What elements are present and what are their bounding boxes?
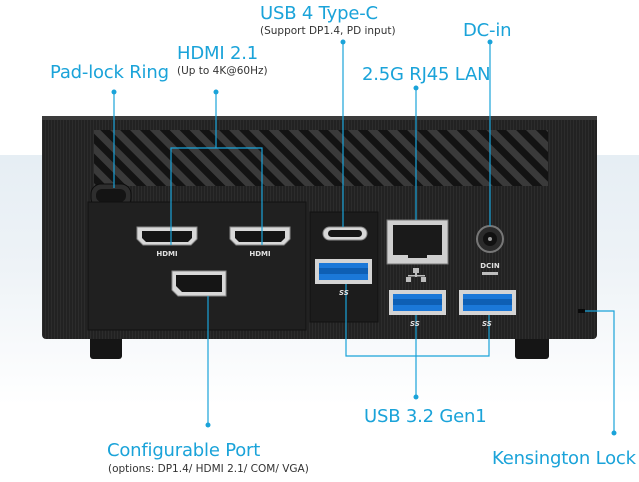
configurable-sublabel: (options: DP1.4/ HDMI 2.1/ COM/ VGA) bbox=[108, 463, 309, 475]
usb4-label: USB 4 Type-C bbox=[260, 3, 378, 24]
usb32-label: USB 3.2 Gen1 bbox=[364, 406, 487, 427]
io-panel-left bbox=[87, 201, 307, 331]
usb-a-port-3 bbox=[459, 290, 516, 315]
configurable-port bbox=[171, 270, 227, 297]
configurable-label: Configurable Port bbox=[107, 440, 261, 461]
hdmi21-sublabel: (Up to 4K@60Hz) bbox=[177, 65, 268, 77]
dcin-jack bbox=[476, 225, 504, 253]
dcin-label: DCIN bbox=[480, 262, 500, 270]
usb-ss-label-1: SS bbox=[339, 289, 349, 297]
lan-icon bbox=[406, 268, 426, 282]
usb-ss-label-3: SS bbox=[482, 320, 492, 328]
callout-lines bbox=[113, 42, 615, 433]
dcin-label-text: DC-in bbox=[463, 20, 512, 41]
rj45-label: 2.5G RJ45 LAN bbox=[362, 64, 491, 85]
usb-ss-label-2: SS bbox=[410, 320, 420, 328]
hdmi-port-2 bbox=[229, 226, 291, 246]
foot-left bbox=[90, 335, 122, 359]
kensington-slot bbox=[578, 309, 585, 313]
hdmi-port-1 bbox=[136, 226, 198, 246]
rj45-port bbox=[386, 219, 449, 265]
vent-grille bbox=[94, 130, 548, 186]
hdmi21-label: HDMI 2.1 bbox=[177, 43, 258, 64]
hdmi-port-2-label: HDMI bbox=[249, 250, 270, 258]
callout-dots bbox=[111, 39, 617, 436]
usb-a-port-2 bbox=[389, 290, 446, 315]
kensington-label: Kensington Lock bbox=[492, 448, 636, 469]
usb4-typec-port bbox=[322, 226, 368, 241]
padlock-label: Pad-lock Ring bbox=[50, 62, 169, 83]
usb-a-port-1 bbox=[315, 259, 372, 284]
foot-right bbox=[515, 335, 549, 359]
hdmi-port-1-label: HDMI bbox=[156, 250, 177, 258]
usb4-sublabel: (Support DP1.4, PD input) bbox=[260, 25, 396, 37]
